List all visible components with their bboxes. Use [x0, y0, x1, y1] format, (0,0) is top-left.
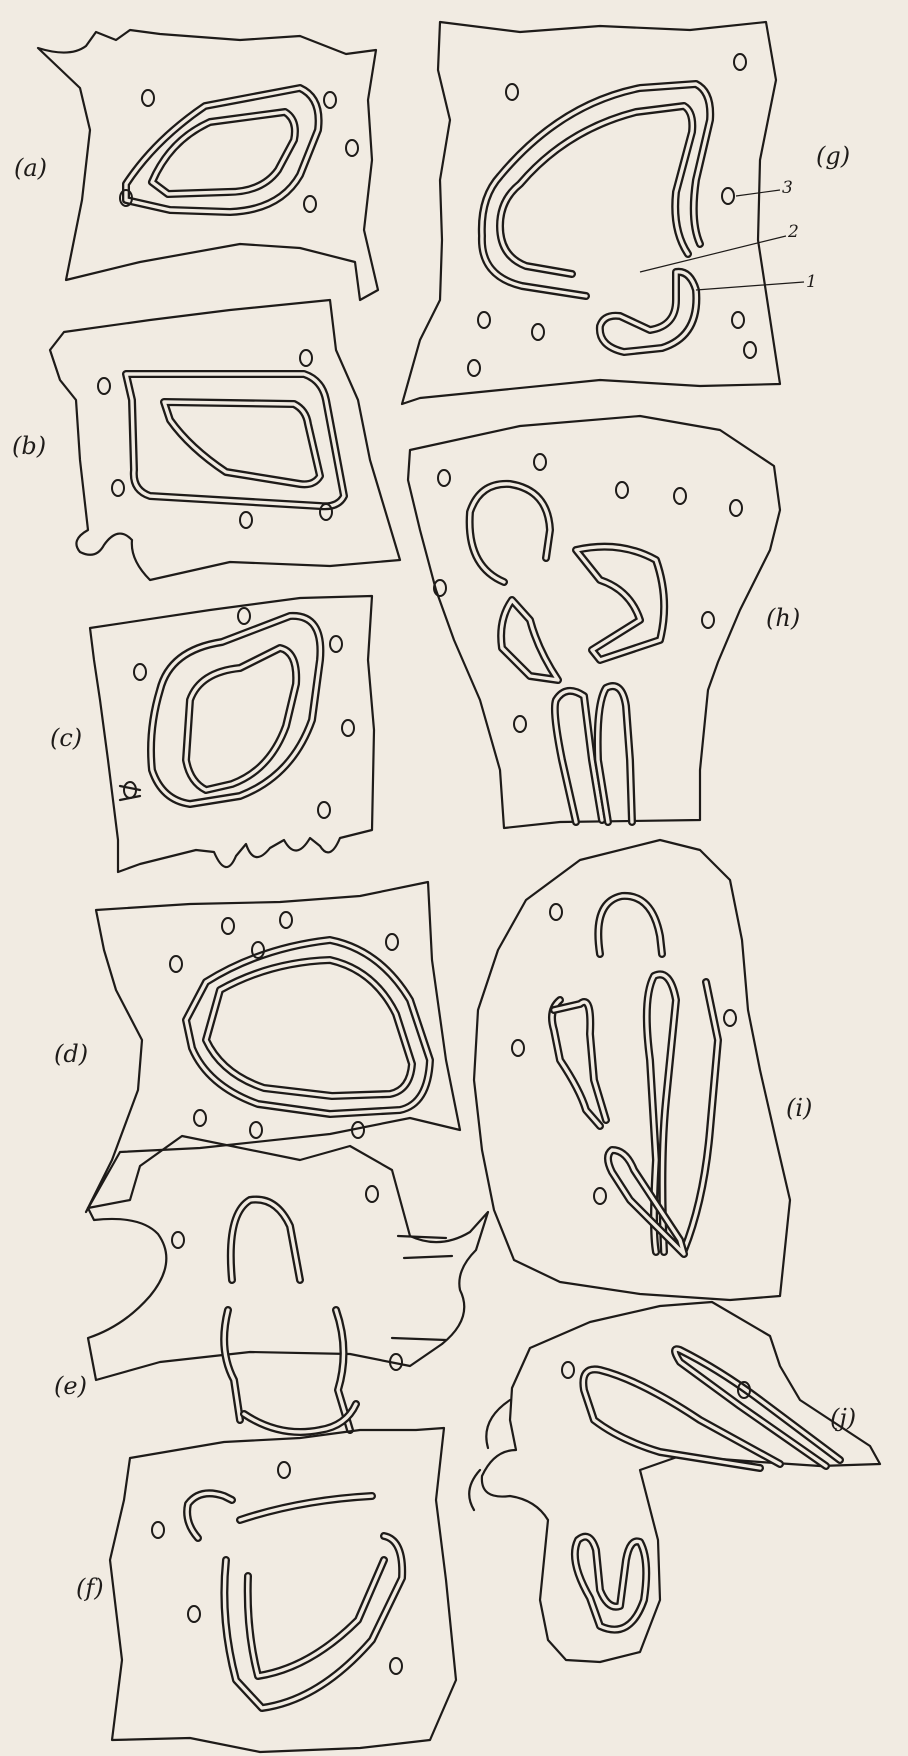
pore-icon [512, 1040, 524, 1056]
pore-icon [562, 1362, 574, 1378]
pore-icon [330, 636, 342, 652]
section-g-tube [482, 84, 710, 352]
pore-icon [594, 1188, 606, 1204]
section-e [88, 1136, 488, 1432]
pore-icon [532, 324, 544, 340]
pore-icon [98, 378, 110, 394]
pore-icon [300, 350, 312, 366]
section-c-tube [120, 616, 320, 804]
panel-label-g: (g) [816, 142, 850, 170]
pore-icon [112, 480, 124, 496]
panel-label-c: (c) [50, 724, 82, 752]
section-a [38, 30, 378, 300]
pore-icon [142, 90, 154, 106]
section-g [402, 22, 804, 404]
section-f-tube [187, 1493, 402, 1708]
callout-1: 1 [806, 272, 817, 292]
pore-icon [722, 188, 734, 204]
section-g-outline [402, 22, 780, 404]
pore-icon [280, 912, 292, 928]
pore-icon [304, 196, 316, 212]
section-h [408, 416, 780, 828]
pore-icon [390, 1658, 402, 1674]
pore-icon [514, 716, 526, 732]
pore-icon [730, 500, 742, 516]
section-a-tube [126, 88, 319, 212]
pore-icon [170, 956, 182, 972]
section-b-outline [50, 300, 400, 580]
panel-label-f: (f) [76, 1574, 104, 1602]
section-b-tube [126, 374, 344, 506]
pore-icon [386, 934, 398, 950]
pore-icon [724, 1010, 736, 1026]
pore-icon [732, 312, 744, 328]
pore-icon [342, 720, 354, 736]
section-a-outline [38, 30, 378, 300]
pore-icon [702, 612, 714, 628]
section-i [474, 840, 790, 1300]
section-j [469, 1302, 880, 1662]
section-j-tube [575, 1349, 840, 1629]
pore-icon [194, 1110, 206, 1126]
pore-icon [366, 1186, 378, 1202]
section-c [90, 596, 374, 872]
section-f [110, 1428, 456, 1752]
pore-icon [222, 918, 234, 934]
panel-label-i: (i) [786, 1094, 812, 1122]
section-i-outline [474, 840, 790, 1300]
pore-icon [744, 342, 756, 358]
pore-icon [324, 92, 336, 108]
panel-label-h: (h) [766, 604, 800, 632]
pore-icon [172, 1232, 184, 1248]
pore-icon [152, 1522, 164, 1538]
pore-icon [278, 1462, 290, 1478]
section-g-leaders [640, 190, 804, 290]
pore-icon [674, 488, 686, 504]
section-b [50, 300, 400, 580]
pore-icon [734, 54, 746, 70]
panel-label-e: (e) [54, 1372, 87, 1400]
panel-label-b: (b) [12, 432, 46, 460]
pore-icon [468, 360, 480, 376]
callout-3: 3 [782, 178, 793, 198]
pore-icon [616, 482, 628, 498]
panel-label-d: (d) [54, 1040, 88, 1068]
section-i-tube [552, 896, 718, 1254]
pore-icon [134, 664, 146, 680]
panel-label-j: (j) [830, 1404, 856, 1432]
pore-icon [318, 802, 330, 818]
pore-icon [124, 782, 136, 798]
pore-icon [346, 140, 358, 156]
pore-icon [238, 608, 250, 624]
pore-icon [550, 904, 562, 920]
section-d-tube [186, 940, 430, 1114]
pore-icon [240, 512, 252, 528]
pore-icon [534, 454, 546, 470]
section-h-tube [470, 484, 665, 822]
pore-icon [188, 1606, 200, 1622]
pore-icon [250, 1122, 262, 1138]
panel-label-a: (a) [14, 154, 47, 182]
section-e-tube [224, 1200, 356, 1432]
pore-icon [478, 312, 490, 328]
pore-icon [438, 470, 450, 486]
callout-2: 2 [788, 222, 799, 242]
pore-icon [506, 84, 518, 100]
section-d [86, 882, 460, 1212]
